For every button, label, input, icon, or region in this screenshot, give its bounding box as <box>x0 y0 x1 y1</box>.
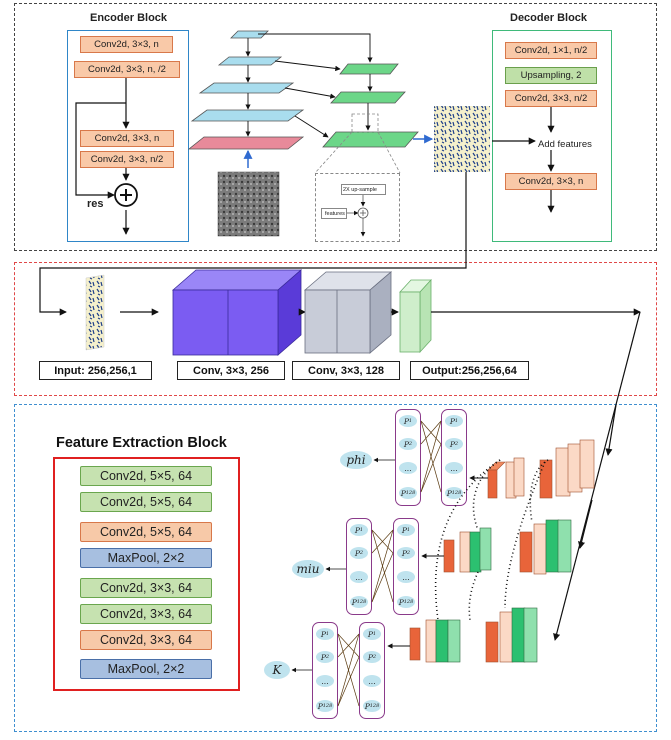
k-oval: K <box>264 661 290 679</box>
dotted-connectors <box>434 459 549 621</box>
p-ellipsis: ... <box>397 571 415 583</box>
decoder-title: Decoder Block <box>510 12 588 24</box>
encoder-conv-3: Conv2d, 3×3, n <box>80 130 174 147</box>
conv-256-caption: Conv, 3×3, 256 <box>177 361 285 380</box>
middle-input-slice <box>85 274 105 351</box>
input-image <box>217 171 280 237</box>
upsample-detail <box>315 173 400 242</box>
oval-connectors <box>291 457 395 673</box>
pyramid-connectors <box>245 33 373 138</box>
encoder-title: Encoder Block <box>90 12 168 24</box>
decoder-flow <box>492 107 555 213</box>
p-ellipsis: ... <box>399 462 417 474</box>
p-ellipsis: ... <box>350 571 368 583</box>
decoder-block <box>492 30 612 242</box>
miu-oval: miu <box>292 560 324 578</box>
features-box <box>321 208 347 219</box>
upsample-box <box>341 184 386 195</box>
phi-oval: phi <box>340 451 372 469</box>
fe-conv3-1: Conv2d, 3×3, 64 <box>80 578 212 598</box>
p-ellipsis: ... <box>316 675 334 687</box>
gray-cube <box>303 271 393 354</box>
branch-phi <box>487 439 595 499</box>
input-caption: Input: 256,256,1 <box>39 361 152 380</box>
encoder-flow <box>75 78 130 235</box>
zoom-lines <box>314 113 401 174</box>
decoder-conv-1x1: Conv2d, 1×1, n/2 <box>505 42 597 59</box>
output-image <box>434 106 490 172</box>
encoder-pyramid <box>187 30 305 150</box>
feature-block <box>53 457 240 691</box>
branch-miu <box>443 519 572 575</box>
feature-panel <box>14 404 657 732</box>
backbone-panel <box>14 262 657 396</box>
encoder-conv-2: Conv2d, 3×3, n, /2 <box>74 61 180 78</box>
decoder-pyramid <box>322 63 419 148</box>
output-caption: Output:256,256,64 <box>410 361 529 380</box>
conv-128-caption: Conv, 3×3, 128 <box>292 361 400 380</box>
decoder-upsampling: Upsampling, 2 <box>505 67 597 84</box>
encoder-decoder-panel <box>14 3 657 251</box>
add-features-label: Add features <box>538 139 592 150</box>
encoder-block <box>67 30 189 242</box>
branch-k <box>409 607 538 663</box>
feature-block-title: Feature Extraction Block <box>56 435 227 451</box>
branch-output-lines <box>387 475 488 649</box>
upsample-title: 2X up-sample <box>343 187 377 193</box>
fe-maxpool-2: MaxPool, 2×2 <box>80 659 212 679</box>
decoder-conv-3x3-half: Conv2d, 3×3, n/2 <box>505 90 597 107</box>
fe-conv3-2: Conv2d, 3×3, 64 <box>80 604 212 624</box>
p-ellipsis: ... <box>445 462 463 474</box>
fe-conv5-2: Conv2d, 5×5, 64 <box>80 492 212 512</box>
purple-cube <box>171 269 303 356</box>
p-cross-lines <box>337 420 442 707</box>
features-label: features <box>325 211 345 217</box>
fe-conv3-3: Conv2d, 3×3, 64 <box>80 630 212 650</box>
encoder-conv-4: Conv2d, 3×3, n/2 <box>80 151 174 168</box>
fe-conv5-1: Conv2d, 5×5, 64 <box>80 466 212 486</box>
output-cube <box>399 278 432 354</box>
fe-maxpool-1: MaxPool, 2×2 <box>80 548 212 568</box>
upsample-internals <box>347 195 369 237</box>
encoder-conv-1: Conv2d, 3×3, n <box>80 36 173 53</box>
top-to-middle-connector <box>39 172 467 316</box>
fe-conv5-3: Conv2d, 5×5, 64 <box>80 522 212 542</box>
res-label: res <box>87 198 104 210</box>
decoder-conv-3x3: Conv2d, 3×3, n <box>505 173 597 190</box>
p-ellipsis: ... <box>363 675 381 687</box>
